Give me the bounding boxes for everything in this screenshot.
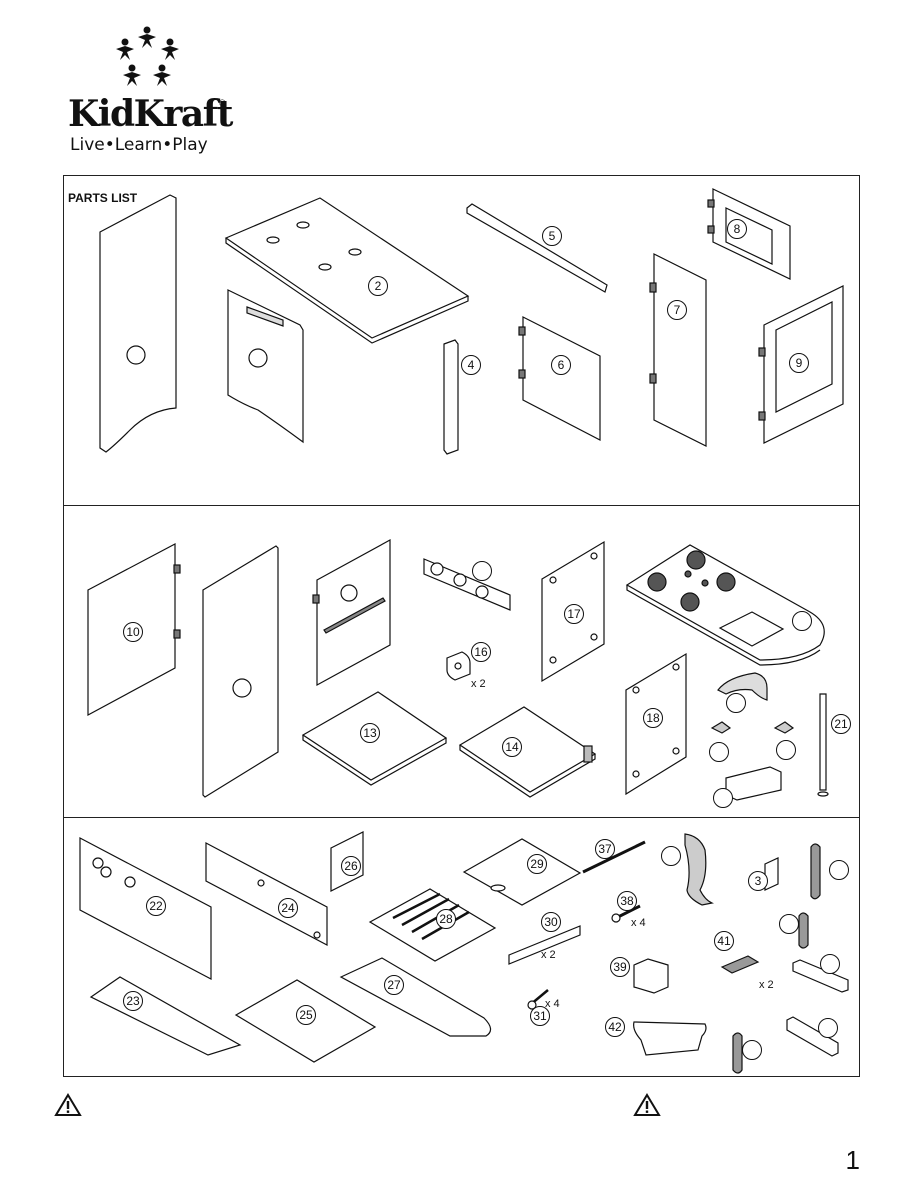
quantity-label: x 4 <box>545 998 560 1010</box>
part-19-stovetop <box>625 544 825 661</box>
part-handle-b <box>798 912 809 949</box>
part-label: 13 <box>360 723 380 743</box>
part-label: 30 <box>541 912 561 932</box>
part-4-post <box>443 339 459 455</box>
part-label: 29 <box>527 854 547 874</box>
part-label: 7 <box>667 300 687 320</box>
part-39-box <box>633 958 669 994</box>
part-label-blank <box>829 860 849 880</box>
star-figure <box>138 26 156 48</box>
part-1-side-panel <box>99 194 177 453</box>
part-15-knob-bar <box>423 558 511 611</box>
part-3-divider-panel <box>227 289 304 444</box>
part-22-back-panel <box>79 837 212 980</box>
part-handle <box>725 766 782 801</box>
part-label: 38 <box>617 891 637 911</box>
parts-list-frame <box>63 175 860 1077</box>
part-23-shelf <box>89 976 242 1056</box>
section-divider <box>63 505 860 506</box>
part-label: 24 <box>278 898 298 918</box>
part-label-blank <box>472 561 492 581</box>
part-handle-e <box>732 1032 743 1074</box>
star-figure <box>116 38 134 60</box>
part-tap-right <box>773 721 795 734</box>
part-label-blank <box>709 742 729 762</box>
star-figure <box>123 64 141 86</box>
part-12-panel <box>316 538 391 687</box>
quantity-label: x 2 <box>541 949 556 961</box>
part-label: 5 <box>542 226 562 246</box>
part-6-door <box>522 316 601 441</box>
part-label: 17 <box>564 604 584 624</box>
part-label: 28 <box>436 909 456 929</box>
part-11-tall-panel <box>202 545 279 798</box>
part-label: 37 <box>595 839 615 859</box>
part-label: 25 <box>296 1005 316 1025</box>
part-label: 10 <box>123 622 143 642</box>
part-label-blank <box>742 1040 762 1060</box>
part-handle-c <box>792 959 849 993</box>
kidkraft-logo-stars <box>116 26 179 86</box>
part-label: 27 <box>384 975 404 995</box>
part-label: 4 <box>461 355 481 375</box>
brand-name: KidKraft <box>68 93 233 135</box>
part-label: 31 <box>530 1006 550 1026</box>
quantity-label: x 2 <box>471 678 486 690</box>
part-14-shelf <box>458 706 597 793</box>
part-label-blank <box>820 954 840 974</box>
part-5-rail <box>466 203 608 293</box>
star-figure <box>153 64 171 86</box>
part-label: 42 <box>605 1017 625 1037</box>
part-handle-d <box>786 1016 839 1057</box>
part-label: 14 <box>502 737 522 757</box>
part-label: 22 <box>146 896 166 916</box>
part-phone <box>684 833 715 906</box>
part-label: 8 <box>727 219 747 239</box>
parts-list-title: PARTS LIST <box>68 191 138 205</box>
part-handle-a <box>810 843 821 900</box>
quantity-label: x 4 <box>631 917 646 929</box>
part-1-hole <box>126 345 146 365</box>
star-figure <box>161 38 179 60</box>
part-label: 26 <box>341 856 361 876</box>
part-41-hinge <box>720 955 760 974</box>
part-27-shelf <box>339 957 492 1037</box>
part-label-blank <box>776 740 796 760</box>
part-label: 23 <box>123 991 143 1011</box>
part-label: 9 <box>789 353 809 373</box>
part-label: 6 <box>551 355 571 375</box>
quantity-label: x 2 <box>759 979 774 991</box>
part-30-hook-rack <box>508 925 581 965</box>
warning-icon <box>633 1093 661 1116</box>
part-24-rail-panel <box>205 842 328 946</box>
part-20-faucet <box>717 672 768 701</box>
warning-icon <box>54 1093 82 1116</box>
part-28-grill <box>368 888 497 962</box>
part-29-panel <box>462 838 582 906</box>
part-21-rod <box>819 693 827 791</box>
part-37-rod <box>582 840 646 874</box>
part-label-blank <box>726 693 746 713</box>
part-label: 41 <box>714 931 734 951</box>
registered-mark: ® <box>219 98 226 108</box>
part-label: 16 <box>471 642 491 662</box>
part-label-blank <box>792 611 812 631</box>
page-number: 1 <box>845 1145 860 1175</box>
part-tap-left <box>710 721 732 734</box>
part-label-blank <box>713 788 733 808</box>
part-label: 39 <box>610 957 630 977</box>
part-label: 21 <box>831 714 851 734</box>
part-label: 2 <box>368 276 388 296</box>
part-label-blank <box>818 1018 838 1038</box>
part-42-sink <box>633 1021 707 1056</box>
part-label: 18 <box>643 708 663 728</box>
section-divider <box>63 817 860 818</box>
part-7-tall-door <box>653 253 707 447</box>
part-label-blank <box>779 914 799 934</box>
part-label-blank <box>661 846 681 866</box>
part-label: 3 <box>748 871 768 891</box>
brand-tagline: Live•Learn•Play <box>70 135 208 155</box>
